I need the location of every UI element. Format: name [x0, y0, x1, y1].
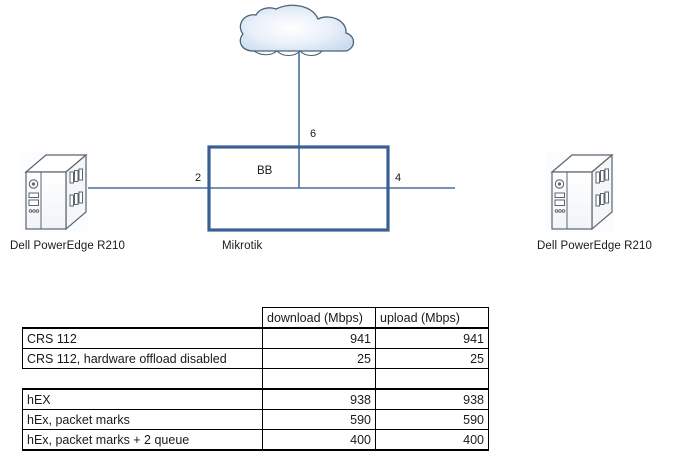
- table-header-row: download (Mbps) upload (Mbps): [22, 307, 489, 329]
- router-label: Mikrotik: [222, 240, 263, 252]
- cell-download: 590: [262, 409, 376, 430]
- table-spacer-row: [22, 368, 489, 390]
- table-row: CRS 112 941 941: [22, 327, 489, 349]
- router-inner-label: BB: [257, 165, 273, 177]
- cell-device: CRS 112, hardware offload disabled: [22, 348, 263, 369]
- port-label-2: 2: [195, 172, 202, 184]
- cell-device: CRS 112: [22, 327, 263, 349]
- cell-download: 941: [262, 327, 376, 349]
- cell-upload: 941: [375, 327, 489, 349]
- cell-download: [262, 368, 376, 390]
- cell-upload: 590: [375, 409, 489, 430]
- table-row: hEx, packet marks 590 590: [22, 409, 489, 430]
- table-header: download (Mbps) upload (Mbps): [22, 307, 489, 329]
- diagram-canvas: [20, 4, 614, 232]
- server-icon-left: [20, 152, 88, 232]
- table-row: CRS 112, hardware offload disabled 25 25: [22, 348, 489, 369]
- internet-cloud: [239, 4, 355, 57]
- cell-download: 938: [262, 388, 376, 410]
- cell-device: hEx, packet marks + 2 queue: [22, 429, 263, 451]
- cell-device: hEX: [22, 388, 263, 410]
- cell-device: hEx, packet marks: [22, 409, 263, 430]
- cell-upload: 25: [375, 348, 489, 369]
- server-icon-right: [546, 152, 614, 232]
- mikrotik-router-box: [207, 145, 390, 232]
- cell-download: 25: [262, 348, 376, 369]
- cell-device: [22, 368, 263, 390]
- server-right-label: Dell PowerEdge R210: [537, 240, 653, 252]
- throughput-results-table: download (Mbps) upload (Mbps) CRS 112 94…: [22, 307, 489, 451]
- server-left-label: Dell PowerEdge R210: [10, 240, 126, 252]
- table-row: hEX 938 938: [22, 388, 489, 410]
- port-label-6: 6: [310, 128, 317, 140]
- cell-upload: 938: [375, 388, 489, 410]
- column-header-download: download (Mbps): [262, 307, 376, 329]
- cell-download: 400: [262, 429, 376, 451]
- column-header-upload: upload (Mbps): [375, 307, 489, 329]
- connection-lines: [85, 52, 455, 189]
- table-body: CRS 112 941 941 CRS 112, hardware offloa…: [22, 327, 489, 451]
- port-label-4: 4: [395, 172, 402, 184]
- cell-upload: 400: [375, 429, 489, 451]
- table-row: hEx, packet marks + 2 queue 400 400: [22, 429, 489, 451]
- network-diagram: Dell PowerEdge R210 Mikrotik Dell PowerE…: [10, 4, 653, 252]
- cell-upload: [375, 368, 489, 390]
- column-header-device: [22, 307, 263, 329]
